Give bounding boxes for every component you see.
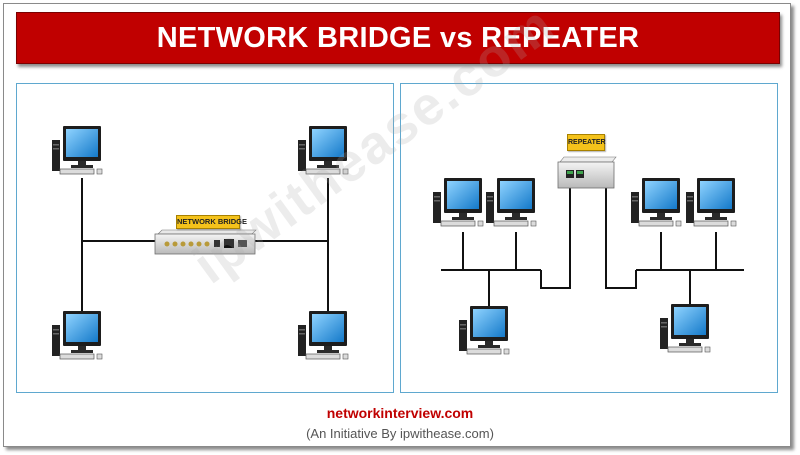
footer-subtitle: (An Initiative By ipwithease.com) [306, 426, 494, 441]
computer-icon [659, 303, 711, 353]
title-banner: NETWORK BRIDGE vs REPEATER [16, 12, 780, 64]
computer-icon [685, 177, 737, 227]
computer-icon [630, 177, 682, 227]
computer-icon [458, 305, 510, 355]
repeater-topology-lines [441, 186, 744, 312]
computer-icon [297, 310, 349, 360]
computer-icon [432, 177, 484, 227]
repeater-label: REPEATER [567, 134, 606, 151]
footer-site-name: networkinterview.com [326, 405, 474, 421]
network-bridge-device-icon [154, 229, 257, 255]
bridge-topology-lines [81, 178, 329, 318]
computer-icon [51, 125, 103, 175]
computer-icon [51, 310, 103, 360]
computer-icon [485, 177, 537, 227]
network-bridge-label: NETWORK BRIDGE [176, 215, 247, 229]
page-title: NETWORK BRIDGE vs REPEATER [156, 21, 640, 54]
repeater-device-icon [557, 156, 617, 189]
